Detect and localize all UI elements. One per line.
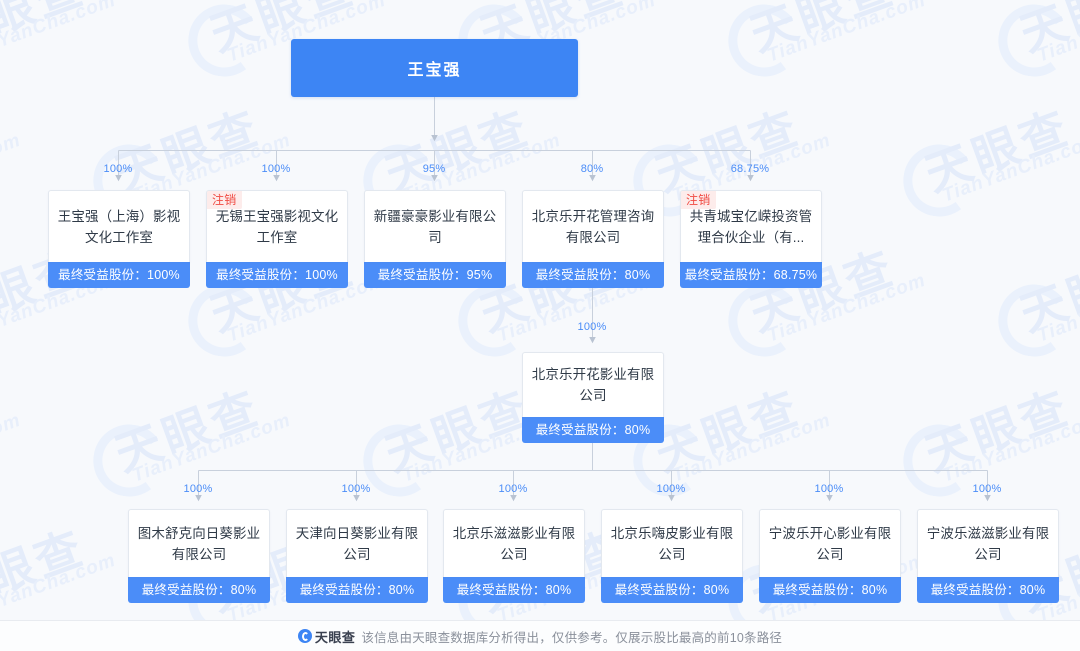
node-name: 新疆豪豪影业有限公司: [373, 208, 497, 245]
node-card[interactable]: 王宝强（上海）影视文化工作室: [48, 190, 190, 262]
node-name: 王宝强（上海）影视文化工作室: [57, 208, 181, 245]
node-card[interactable]: 北京乐开花影业有限公司: [522, 352, 664, 417]
edge-label-l1-3: 80%: [580, 163, 604, 175]
node-l3-5[interactable]: 宁波乐滋滋影业有限公司 最终受益股份：80%: [917, 509, 1059, 603]
node-benefit-share: 最终受益股份：100%: [48, 262, 190, 288]
node-benefit-share: 最终受益股份：95%: [364, 262, 506, 288]
node-card[interactable]: 图木舒克向日葵影业有限公司: [128, 509, 270, 577]
node-benefit-share: 最终受益股份：80%: [522, 262, 664, 288]
edge-label-l2-0: 100%: [577, 321, 607, 333]
node-l3-2[interactable]: 北京乐滋滋影业有限公司 最终受益股份：80%: [443, 509, 585, 603]
status-badge-cancelled: 注销: [207, 191, 242, 209]
node-benefit-share: 最终受益股份：68.75%: [680, 262, 822, 288]
edge-label-l3-1: 100%: [341, 483, 371, 495]
node-card[interactable]: 新疆豪豪影业有限公司: [364, 190, 506, 262]
node-benefit-share: 最终受益股份：80%: [522, 417, 664, 443]
edge-label-l1-2: 95%: [422, 163, 446, 175]
node-benefit-share: 最终受益股份：80%: [443, 577, 585, 603]
node-benefit-share: 最终受益股份：80%: [759, 577, 901, 603]
node-benefit-share: 最终受益股份：80%: [128, 577, 270, 603]
node-name: 宁波乐滋滋影业有限公司: [926, 525, 1050, 562]
root-node-label: 王宝强: [407, 62, 462, 79]
edge-label-l3-4: 100%: [814, 483, 844, 495]
footer-disclaimer-text: 该信息由天眼查数据库分析得出，仅供参考。仅展示股比最高的前10条路径: [361, 630, 783, 645]
node-l1-2[interactable]: 新疆豪豪影业有限公司 最终受益股份：95%: [364, 190, 506, 288]
node-l1-4[interactable]: 注销 共青城宝亿嵘投资管理合伙企业（有... 最终受益股份：68.75%: [680, 190, 822, 288]
node-name: 北京乐开花影业有限公司: [531, 367, 655, 403]
node-l3-3[interactable]: 北京乐嗨皮影业有限公司 最终受益股份：80%: [601, 509, 743, 603]
node-name: 宁波乐开心影业有限公司: [768, 525, 892, 562]
node-l3-4[interactable]: 宁波乐开心影业有限公司 最终受益股份：80%: [759, 509, 901, 603]
node-l1-1[interactable]: 注销 无锡王宝强影视文化工作室 最终受益股份：100%: [206, 190, 348, 288]
node-l1-0[interactable]: 王宝强（上海）影视文化工作室 最终受益股份：100%: [48, 190, 190, 288]
node-card[interactable]: 宁波乐滋滋影业有限公司: [917, 509, 1059, 577]
node-name: 无锡王宝强影视文化工作室: [215, 208, 339, 245]
org-chart-canvas: 王宝强 100% 100% 95% 80% 68.75% 王宝强（上海）影视文化…: [48, 39, 1059, 603]
edge-label-l3-5: 100%: [972, 483, 1002, 495]
edge-label-l3-3: 100%: [656, 483, 686, 495]
node-name: 北京乐开花管理咨询有限公司: [531, 208, 655, 245]
node-card[interactable]: 天津向日葵影业有限公司: [286, 509, 428, 577]
edge-label-l1-1: 100%: [261, 163, 291, 175]
node-card[interactable]: 北京乐滋滋影业有限公司: [443, 509, 585, 577]
node-name: 天津向日葵影业有限公司: [295, 525, 419, 562]
node-benefit-share: 最终受益股份：80%: [601, 577, 743, 603]
node-benefit-share: 最终受益股份：80%: [286, 577, 428, 603]
node-card[interactable]: 注销 无锡王宝强影视文化工作室: [206, 190, 348, 262]
tianyancha-logo: 天眼查: [297, 627, 356, 646]
node-card[interactable]: 注销 共青城宝亿嵘投资管理合伙企业（有...: [680, 190, 822, 262]
node-l3-0[interactable]: 图木舒克向日葵影业有限公司 最终受益股份：80%: [128, 509, 270, 603]
node-card[interactable]: 北京乐嗨皮影业有限公司: [601, 509, 743, 577]
status-badge-cancelled: 注销: [681, 191, 716, 209]
edge-label-l1-0: 100%: [103, 163, 133, 175]
tianyancha-logo-text: 天眼查: [314, 629, 356, 645]
node-name: 北京乐嗨皮影业有限公司: [610, 525, 734, 562]
node-card[interactable]: 宁波乐开心影业有限公司: [759, 509, 901, 577]
edge-label-l3-0: 100%: [183, 483, 213, 495]
node-name: 共青城宝亿嵘投资管理合伙企业（有...: [689, 208, 813, 245]
footer-bar: 天眼查 该信息由天眼查数据库分析得出，仅供参考。仅展示股比最高的前10条路径: [0, 620, 1080, 651]
node-name: 北京乐滋滋影业有限公司: [452, 525, 576, 562]
node-l2-0[interactable]: 北京乐开花影业有限公司 最终受益股份：80%: [522, 352, 664, 443]
node-card[interactable]: 北京乐开花管理咨询有限公司: [522, 190, 664, 262]
tianyancha-logo-icon: [297, 629, 312, 643]
node-l1-3[interactable]: 北京乐开花管理咨询有限公司 最终受益股份：80%: [522, 190, 664, 288]
node-l3-1[interactable]: 天津向日葵影业有限公司 最终受益股份：80%: [286, 509, 428, 603]
node-name: 图木舒克向日葵影业有限公司: [137, 525, 261, 562]
node-benefit-share: 最终受益股份：100%: [206, 262, 348, 288]
node-benefit-share: 最终受益股份：80%: [917, 577, 1059, 603]
edge-label-l3-2: 100%: [498, 483, 528, 495]
node-root-wang-baoqiang[interactable]: 王宝强: [291, 39, 578, 97]
edge-label-l1-4: 68.75%: [730, 163, 770, 175]
